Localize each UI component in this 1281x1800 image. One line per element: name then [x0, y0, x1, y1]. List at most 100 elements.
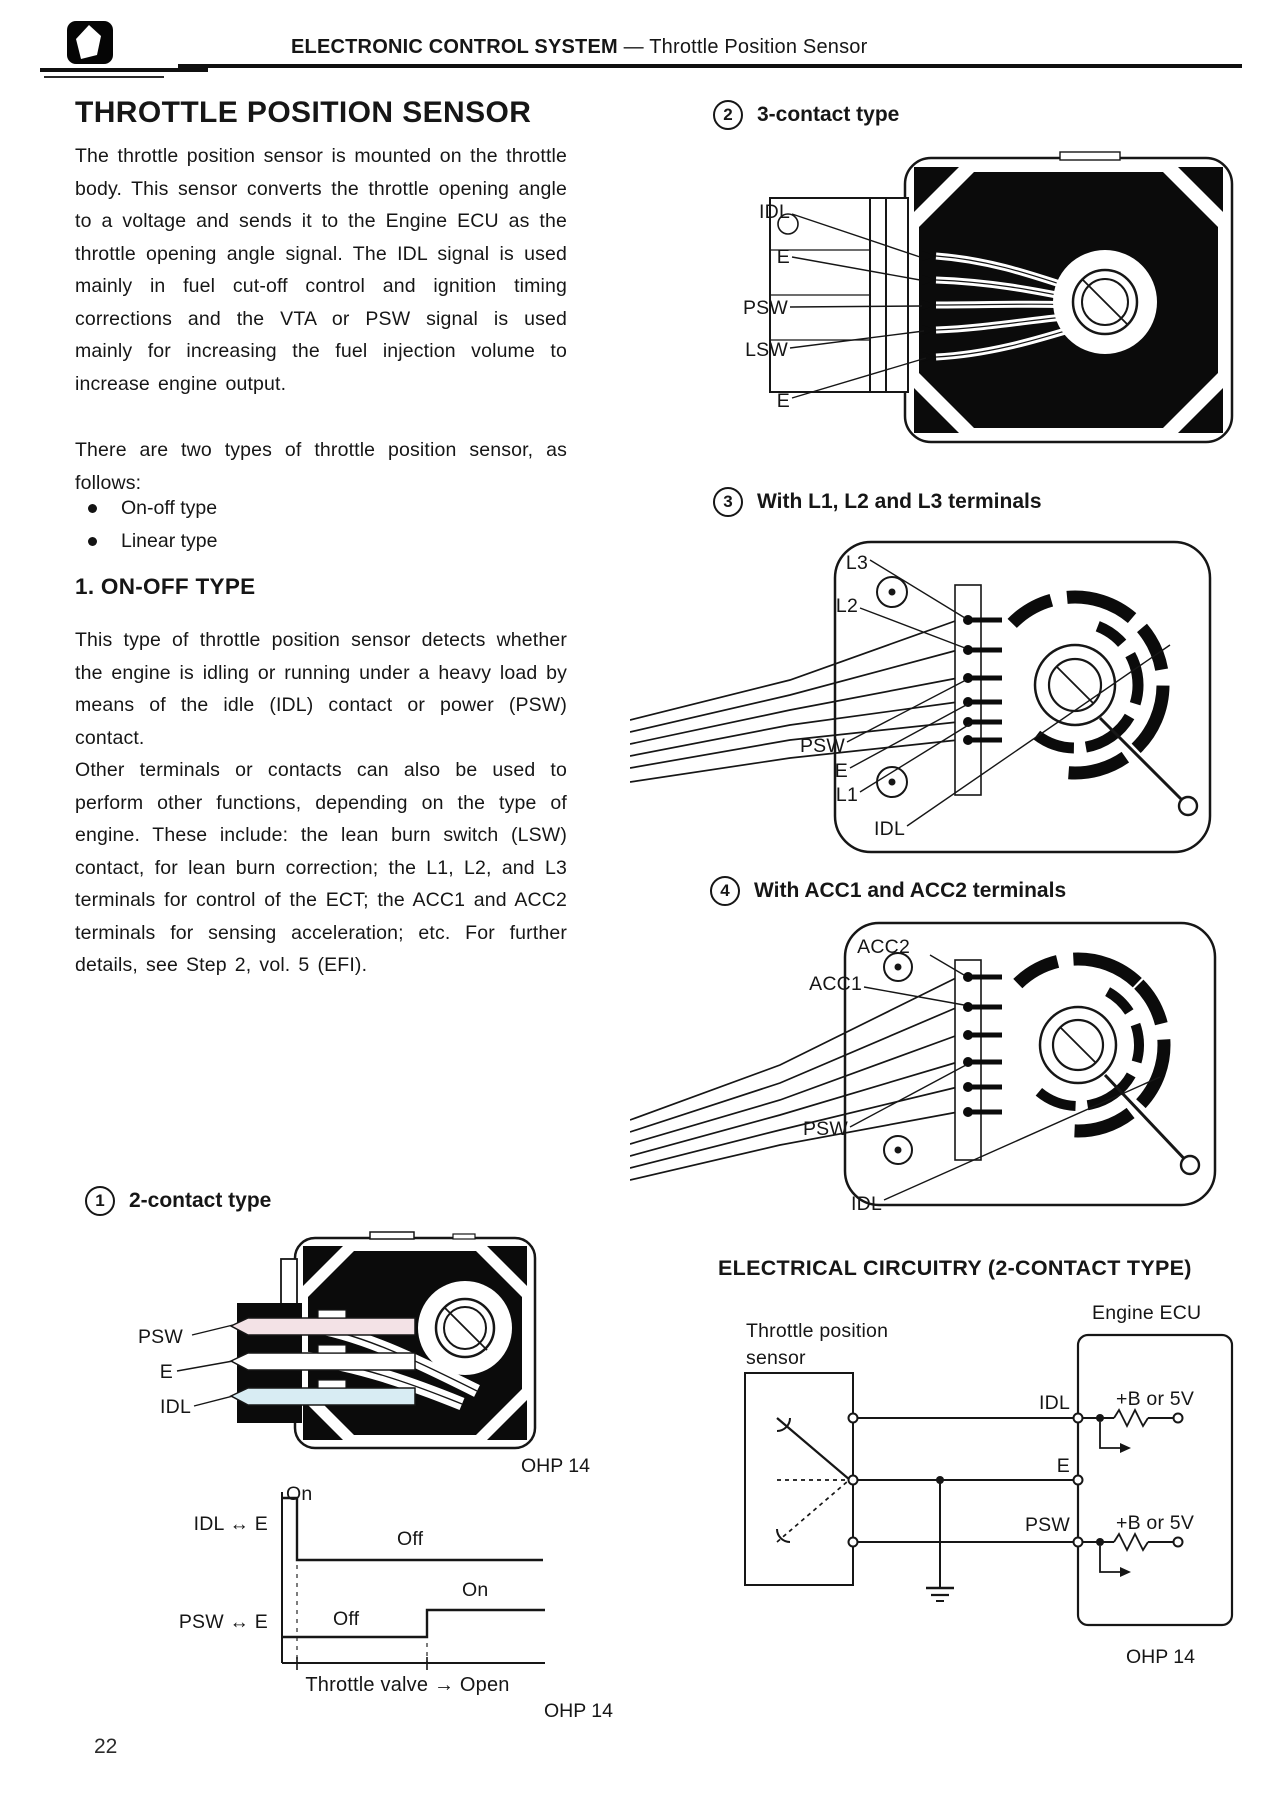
terminal-label-e2: E: [776, 390, 790, 412]
state-label-off: Off: [397, 1528, 424, 1550]
contact-points: [922, 251, 936, 362]
sensor-body: [833, 540, 1212, 854]
timing-chart: [281, 1492, 545, 1670]
terminal-label-e: E: [776, 246, 790, 268]
contact-points: [963, 972, 1002, 1117]
figure3-caption-text: With L1, L2 and L3 terminals: [757, 490, 1042, 513]
sensor-diagram-acc-terminals: [630, 921, 1217, 1207]
circled-number-icon: 4: [710, 876, 740, 906]
figure2-caption-text: 3-contact type: [757, 103, 900, 126]
terminal-e: [229, 1352, 416, 1371]
supply-label-idl: +B or 5V: [1116, 1388, 1195, 1410]
manual-logo-icon: [67, 21, 113, 64]
terminal-idl: [229, 1387, 416, 1406]
page-number: 22: [94, 1735, 118, 1758]
terminal-label-e: E: [159, 1361, 173, 1383]
terminal-label-psw: PSW: [137, 1326, 183, 1348]
terminal-label-lsw: LSW: [745, 339, 788, 361]
timing-row-label-psw: PSW ↔ E: [178, 1611, 268, 1633]
terminal-label-psw: PSW: [802, 1118, 848, 1140]
header-rule-left: [40, 68, 208, 72]
terminal-label-idl: IDL: [851, 1193, 882, 1215]
leader-lines: [846, 559, 1171, 827]
terminal-label-e: E: [834, 760, 848, 782]
resistor-icon: [1113, 1531, 1149, 1553]
leader-lines: [789, 213, 927, 399]
leader-line: [193, 1395, 234, 1407]
arrow-icon: [1120, 1443, 1131, 1453]
resistive-track: [1006, 616, 1144, 754]
type-list: On-off type Linear type: [75, 492, 567, 558]
figure2-caption: 2 3-contact type: [713, 100, 899, 130]
circled-number-icon: 2: [713, 100, 743, 130]
header-rule: [178, 64, 1242, 68]
header-title-rest: — Throttle Position Sensor: [623, 36, 868, 58]
resistive-track: [980, 590, 1170, 780]
circuit-ecu-label: Engine ECU: [1092, 1302, 1202, 1324]
terminal-label-idl: IDL: [874, 818, 905, 840]
leader-line: [176, 1360, 234, 1372]
state-label-off: Off: [333, 1608, 360, 1630]
terminal-label-psw: PSW: [742, 297, 788, 319]
figure1-caption-text: 2-contact type: [129, 1189, 272, 1212]
arrow-icon: [1120, 1567, 1131, 1577]
idl-trace: [282, 1496, 543, 1562]
circled-number-icon: 1: [85, 1186, 115, 1216]
figure3-caption: 3 With L1, L2 and L3 terminals: [713, 487, 1042, 517]
contact-points: [963, 615, 1002, 745]
list-item: Linear type: [75, 525, 567, 558]
on-off-paragraph-2: Other terminals or contacts can also be …: [75, 759, 567, 976]
section-heading-on-off: 1. ON-OFF TYPE: [75, 574, 256, 599]
circuit-terminal-e: E: [1056, 1455, 1070, 1477]
connector-housing: [769, 197, 909, 393]
state-label-on: On: [286, 1483, 313, 1505]
terminal-label-acc1: ACC1: [809, 973, 862, 995]
sensor-diagram-l-terminals: [630, 540, 1212, 854]
ohp-reference: OHP 14: [1125, 1646, 1195, 1668]
circuit-diagram: [744, 1333, 1234, 1627]
wiper-arm: [776, 1417, 851, 1481]
figure1-caption: 1 2-contact type: [85, 1186, 271, 1216]
terminal-label-l2: L2: [835, 595, 858, 617]
circuit-terminal-idl: IDL: [1039, 1392, 1070, 1414]
circuit-sensor-label: Throttle position sensor: [746, 1320, 889, 1369]
lever-arm: [1098, 716, 1192, 810]
timing-row-label-idl: IDL ↔ E: [193, 1513, 268, 1535]
header-title-bold: ELECTRONIC CONTROL SYSTEM: [291, 36, 618, 58]
intro-paragraph: The throttle position sensor is mounted …: [75, 145, 567, 395]
terminal-label-l1: L1: [835, 784, 858, 806]
terminal-label-l3: L3: [845, 552, 868, 574]
list-item: On-off type: [75, 492, 567, 525]
supply-label-psw: +B or 5V: [1116, 1512, 1195, 1534]
ecu-box: [1076, 1333, 1234, 1627]
lever-arm: [1103, 1073, 1194, 1169]
terminal-label-acc2: ACC2: [857, 936, 910, 958]
types-paragraph: There are two types of throttle position…: [75, 439, 567, 494]
figure4-caption-text: With ACC1 and ACC2 terminals: [754, 879, 1067, 902]
leader-line: [191, 1324, 234, 1336]
page-header-title: ELECTRONIC CONTROL SYSTEM — Throttle Pos…: [291, 36, 867, 59]
circled-number-icon: 3: [713, 487, 743, 517]
timing-x-axis-label: Throttle valve → Open: [305, 1674, 510, 1696]
circuit-terminal-psw: PSW: [1024, 1514, 1070, 1536]
terminal-circles: [847, 1412, 1184, 1548]
state-label-on: On: [462, 1579, 489, 1601]
ohp-reference: OHP 14: [520, 1455, 590, 1477]
figure4-caption: 4 With ACC1 and ACC2 terminals: [710, 876, 1066, 906]
header-rule-artifact: [44, 76, 164, 78]
on-off-paragraph-1: This type of throttle position sensor de…: [75, 629, 567, 749]
terminal-psw: [229, 1317, 416, 1336]
sensor-diagram-2-contact: [176, 1231, 537, 1450]
ground-icon: [926, 1586, 954, 1602]
terminal-label-idl: IDL: [160, 1396, 191, 1418]
sensor-diagram-3-contact: [769, 151, 1234, 444]
page-title: THROTTLE POSITION SENSOR: [75, 96, 532, 129]
circuit-heading: ELECTRICAL CIRCUITRY (2-CONTACT TYPE): [718, 1256, 1192, 1280]
ohp-reference: OHP 14: [543, 1700, 613, 1722]
leader-lines: [849, 954, 1161, 1201]
wire-harness: [630, 619, 959, 783]
resistive-track: [985, 952, 1171, 1138]
resistive-track: [1012, 979, 1144, 1111]
sensor-box: [744, 1372, 854, 1586]
